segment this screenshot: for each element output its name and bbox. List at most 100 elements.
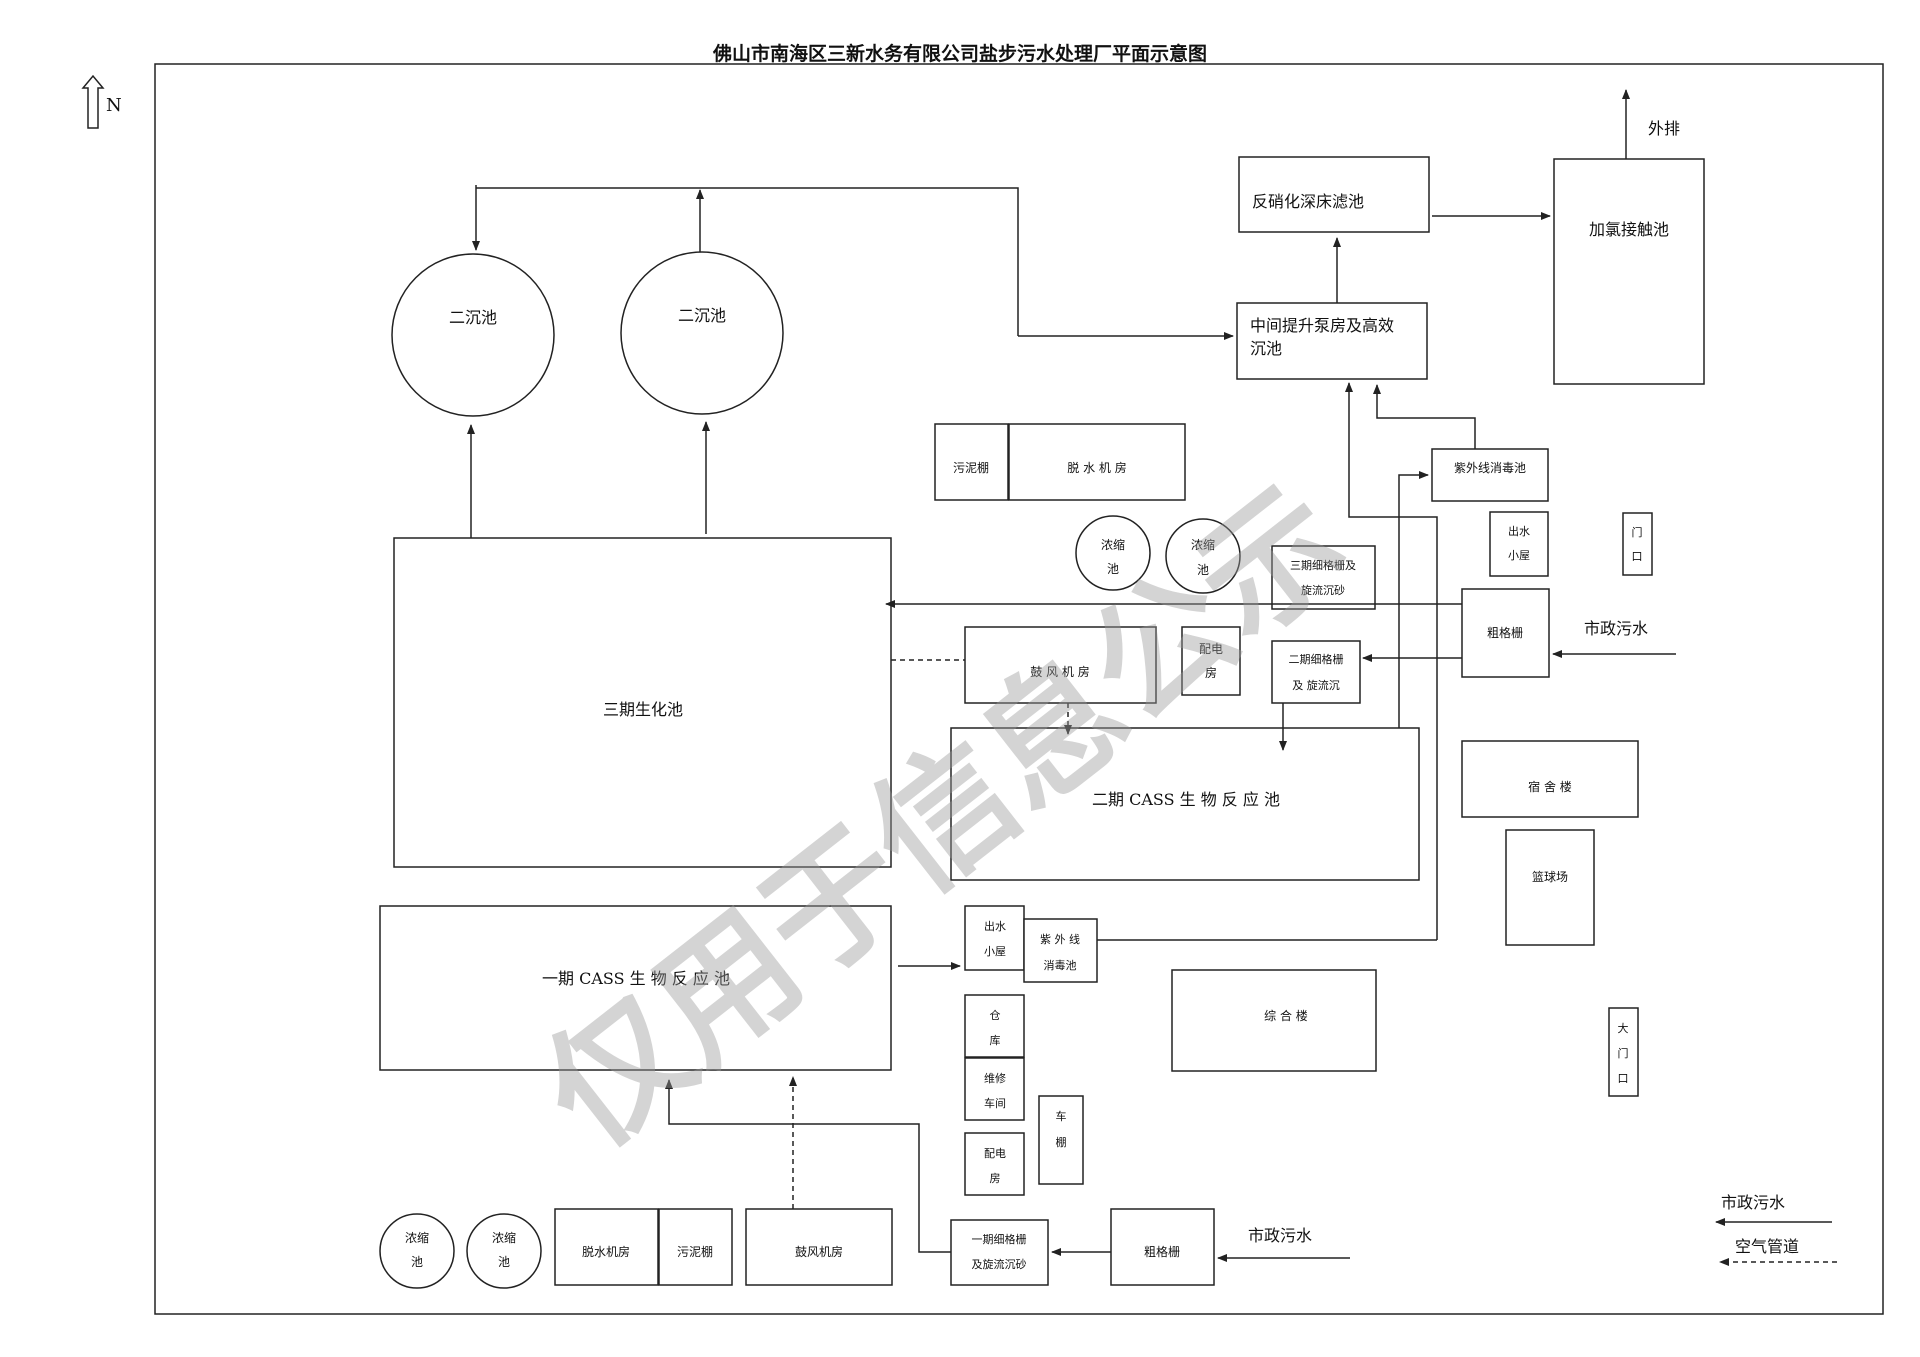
thickener-d-label-2: 池 xyxy=(498,1255,510,1269)
power-room-phase1-label-2: 房 xyxy=(990,1172,1001,1185)
warehouse xyxy=(964,994,1025,1058)
fine-screen-phase2-label-2: 及 旋流沉 xyxy=(1292,678,1340,692)
car-shed-label-2: 棚 xyxy=(1056,1135,1067,1149)
uv-disinfection-phase1-label-1: 紫 外 线 xyxy=(1040,932,1080,946)
repair-workshop-label-1: 维修 xyxy=(984,1071,1006,1085)
coarse-screen-west-label: 粗格栅 xyxy=(1144,1244,1180,1259)
fine-screen-phase1-label-1: 一期细格栅 xyxy=(972,1232,1027,1246)
car-shed xyxy=(1038,1095,1084,1185)
secondary-clarifier-1 xyxy=(391,253,555,417)
dewatering-house-phase3-label: 脱 水 机 房 xyxy=(1067,460,1126,475)
municipal-inflow-east-label: 市政污水 xyxy=(1584,619,1648,638)
thickener-a-label-2: 池 xyxy=(1107,562,1119,576)
cass-reactor-phase2 xyxy=(950,727,1420,881)
power-room-phase2-label-1: 配电 xyxy=(1199,642,1223,656)
outlet-hut-phase1-label-1: 出水 xyxy=(984,919,1006,933)
dormitory xyxy=(1461,740,1639,818)
coarse-screen-east xyxy=(1461,588,1550,678)
bio-tank-phase3 xyxy=(393,537,892,868)
uv-disinfection-phase3 xyxy=(1431,448,1549,502)
thickener-b xyxy=(1165,518,1241,594)
blower-house-phase2-label: 鼓 风 机 房 xyxy=(1030,664,1089,679)
office-building xyxy=(1171,969,1377,1072)
thickener-b-label-2: 池 xyxy=(1197,563,1209,577)
intermediate-pump-house xyxy=(1236,302,1428,380)
intermediate-pump-label-2: 沉池 xyxy=(1250,339,1282,358)
basketball-court-label: 篮球场 xyxy=(1532,869,1568,884)
warehouse-label-2: 库 xyxy=(990,1034,1001,1047)
site-boundary xyxy=(154,63,1884,1315)
fine-screen-phase2-label-1: 二期细格栅 xyxy=(1289,652,1344,666)
secondary-clarifier-2-label: 二沉池 xyxy=(678,306,726,325)
power-room-phase1 xyxy=(964,1132,1025,1196)
bio-tank-phase3-label: 三期生化池 xyxy=(603,700,683,719)
uv-disinfection-phase1 xyxy=(1023,918,1098,983)
fine-screen-phase1 xyxy=(950,1219,1049,1286)
legend-water-label: 市政污水 xyxy=(1721,1193,1785,1212)
thickener-c-label-2: 池 xyxy=(411,1255,423,1269)
main-gate-label-2: 门 xyxy=(1618,1046,1629,1060)
thickener-a-label-1: 浓缩 xyxy=(1101,537,1125,552)
outlet-hut-east xyxy=(1489,511,1549,577)
north-label: N xyxy=(106,95,122,116)
gate-east-label-1: 门 xyxy=(1632,525,1643,539)
thickener-c xyxy=(379,1213,455,1289)
secondary-clarifier-1-label: 二沉池 xyxy=(449,308,497,327)
legend-air-label: 空气管道 xyxy=(1735,1237,1799,1256)
main-gate-label-3: 口 xyxy=(1618,1072,1629,1085)
power-room-phase2-label-2: 房 xyxy=(1205,665,1217,680)
coarse-screen-west xyxy=(1110,1208,1215,1286)
dewatering-house-phase1-label: 脱水机房 xyxy=(582,1244,630,1259)
denitrification-filter-label: 反硝化深床滤池 xyxy=(1252,192,1364,211)
power-room-phase2 xyxy=(1181,626,1241,696)
dormitory-label: 宿 舍 楼 xyxy=(1528,779,1572,794)
repair-workshop-label-2: 车间 xyxy=(984,1096,1006,1110)
uv-disinfection-phase1-label-2: 消毒池 xyxy=(1044,958,1077,972)
fine-screen-phase3 xyxy=(1271,545,1376,610)
gate-east-label-2: 口 xyxy=(1632,550,1643,563)
office-building-label: 综 合 楼 xyxy=(1264,1008,1308,1023)
repair-workshop xyxy=(964,1057,1025,1121)
municipal-inflow-west-label: 市政污水 xyxy=(1248,1226,1312,1245)
power-room-phase1-label-1: 配电 xyxy=(984,1147,1006,1160)
dewatering-house-phase3 xyxy=(1008,423,1186,501)
blower-house-phase1 xyxy=(745,1208,893,1286)
diagram-title: 佛山市南海区三新水务有限公司盐步污水处理厂平面示意图 xyxy=(712,42,1207,65)
cass-reactor-phase2-label: 二期 CASS 生 物 反 应 池 xyxy=(1092,790,1280,809)
sludge-shed-phase1-label: 污泥棚 xyxy=(677,1244,713,1259)
fine-screen-phase3-label-2: 旋流沉砂 xyxy=(1301,583,1345,597)
dewatering-house-phase1 xyxy=(554,1208,659,1286)
water-flow-lines xyxy=(467,89,1832,1262)
gate-east xyxy=(1622,512,1653,576)
thickener-a xyxy=(1075,515,1151,591)
car-shed-label-1: 车 xyxy=(1056,1109,1067,1123)
fine-screen-phase2 xyxy=(1271,640,1361,704)
thickener-c-label-1: 浓缩 xyxy=(405,1230,429,1245)
cass-reactor-phase1-label: 一期 CASS 生 物 反 应 池 xyxy=(542,969,730,988)
outlet-hut-east-label-2: 小屋 xyxy=(1508,549,1530,562)
outlet-hut-phase1-label-2: 小屋 xyxy=(984,945,1006,958)
main-gate xyxy=(1608,1007,1639,1097)
secondary-clarifier-2 xyxy=(620,251,784,415)
intermediate-pump-label-1: 中间提升泵房及高效 xyxy=(1250,316,1394,335)
uv-disinfection-phase3-label: 紫外线消毒池 xyxy=(1454,461,1526,475)
outlet-hut-phase1 xyxy=(964,905,1025,971)
chlorine-contact-label: 加氯接触池 xyxy=(1589,220,1669,239)
sludge-shed-phase1 xyxy=(658,1208,733,1286)
air-pipe-lines xyxy=(789,659,1837,1266)
blower-house-phase1-label: 鼓风机房 xyxy=(795,1244,843,1259)
thickener-d-label-1: 浓缩 xyxy=(492,1230,516,1245)
fine-screen-phase1-label-2: 及旋流沉砂 xyxy=(972,1257,1027,1271)
outlet-hut-east-label-1: 出水 xyxy=(1508,524,1530,538)
sludge-shed-phase3 xyxy=(934,423,1009,501)
chlorine-contact-tank xyxy=(1553,158,1705,385)
cass-reactor-phase1 xyxy=(379,905,892,1071)
basketball-court xyxy=(1505,829,1595,946)
denitrification-filter xyxy=(1238,156,1430,233)
north-arrow-icon xyxy=(81,74,105,129)
warehouse-label-1: 仓 xyxy=(990,1008,1001,1022)
thickener-d xyxy=(466,1213,542,1289)
main-gate-label-1: 大 xyxy=(1618,1021,1629,1035)
thickener-b-label-1: 浓缩 xyxy=(1191,537,1215,552)
